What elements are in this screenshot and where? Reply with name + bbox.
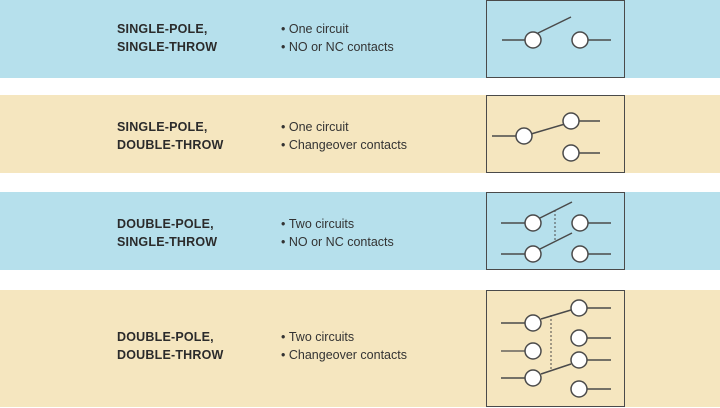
switch-type-label: DOUBLE-POLE, SINGLE-THROW (117, 215, 217, 251)
switch-type-line1: SINGLE-POLE, (117, 22, 208, 36)
switch-type-line1: DOUBLE-POLE, (117, 330, 214, 344)
feature-item: Changeover contacts (281, 136, 407, 154)
switch-type-line2: DOUBLE-THROW (117, 348, 224, 362)
switch-type-line1: DOUBLE-POLE, (117, 217, 214, 231)
switch-type-line2: SINGLE-THROW (117, 235, 218, 249)
feature-list: Two circuits NO or NC contacts (281, 215, 394, 251)
feature-list: One circuit Changeover contacts (281, 118, 407, 154)
spdt-switch-icon (486, 95, 625, 173)
feature-item: Changeover contacts (281, 346, 407, 364)
feature-list: One circuit NO or NC contacts (281, 20, 394, 56)
switch-type-label: SINGLE-POLE, DOUBLE-THROW (117, 118, 224, 154)
switch-type-label: DOUBLE-POLE, DOUBLE-THROW (117, 328, 224, 364)
switch-type-line2: DOUBLE-THROW (117, 138, 224, 152)
dpdt-switch-icon (486, 290, 625, 407)
switch-type-line1: SINGLE-POLE, (117, 120, 208, 134)
switch-type-line2: SINGLE-THROW (117, 40, 218, 54)
feature-list: Two circuits Changeover contacts (281, 328, 407, 364)
feature-item: NO or NC contacts (281, 233, 394, 251)
feature-item: NO or NC contacts (281, 38, 394, 56)
feature-item: Two circuits (281, 215, 394, 233)
feature-item: Two circuits (281, 328, 407, 346)
switch-type-label: SINGLE-POLE, SINGLE-THROW (117, 20, 217, 56)
feature-item: One circuit (281, 118, 407, 136)
dpst-switch-icon (486, 192, 625, 270)
spst-switch-icon (486, 0, 625, 78)
feature-item: One circuit (281, 20, 394, 38)
